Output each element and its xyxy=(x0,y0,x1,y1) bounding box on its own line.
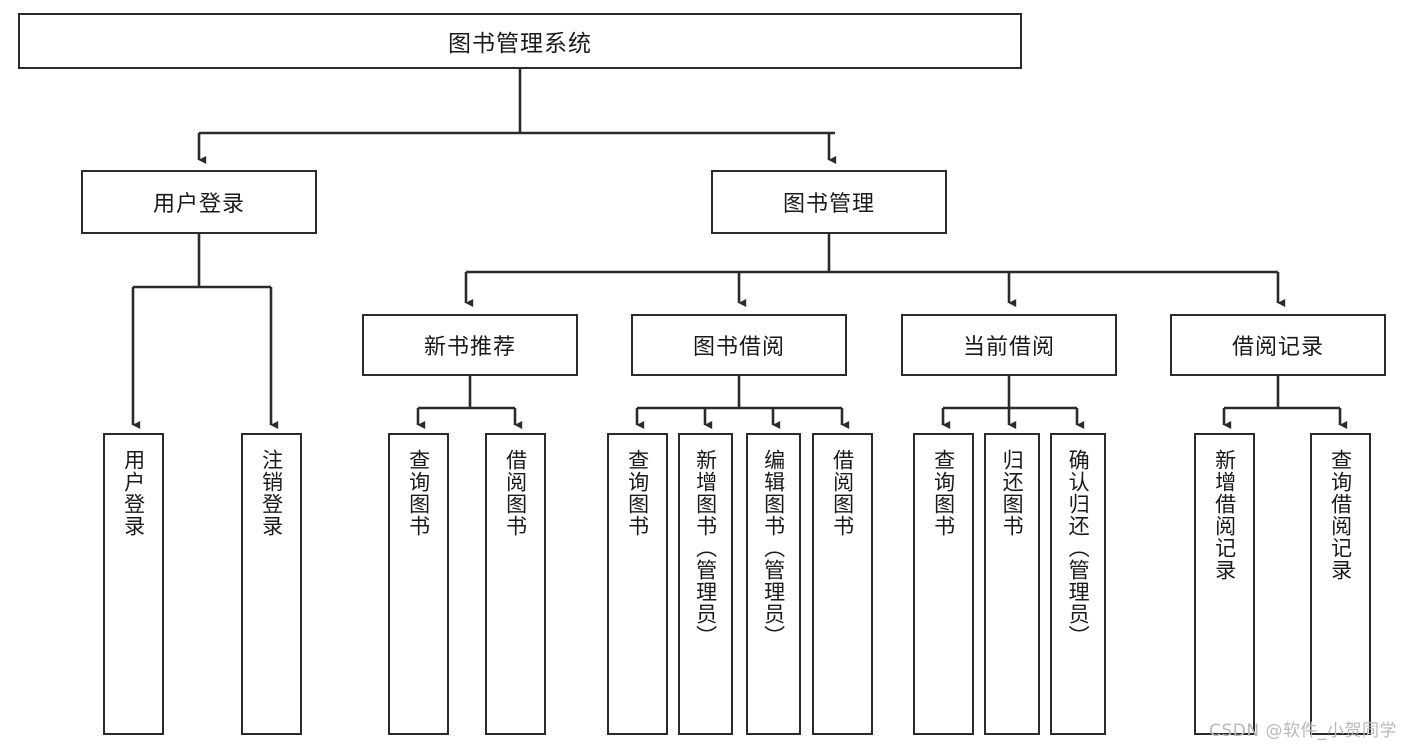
leaf-label: 新增图书（管理员） xyxy=(693,449,718,647)
leaf-label: 查询借阅记录 xyxy=(1328,449,1353,581)
leaf-label: 查询图书 xyxy=(625,449,650,537)
leaf-label: 编辑图书（管理员） xyxy=(761,449,786,647)
node-user-login-label: 用户登录 xyxy=(152,192,245,217)
node-user-login[interactable]: 用户登录 xyxy=(81,170,317,234)
leaf-label: 查询图书 xyxy=(406,449,431,537)
leaf-label: 新增借阅记录 xyxy=(1212,449,1237,581)
leaf-label: 用户登录 xyxy=(121,449,146,537)
leaf-new-book-query[interactable]: 查询图书 xyxy=(388,433,449,735)
node-book-management-label: 图书管理 xyxy=(782,192,875,217)
leaf-label: 注销登录 xyxy=(259,449,284,537)
leaf-user-login-logout[interactable]: 注销登录 xyxy=(241,433,302,735)
leaf-record-add-record[interactable]: 新增借阅记录 xyxy=(1194,433,1255,735)
leaf-borrow-borrow-book[interactable]: 借阅图书 xyxy=(812,433,873,735)
watermark: CSDN @软件_小贺同学 xyxy=(1209,721,1397,741)
node-book-borrow-label: 图书借阅 xyxy=(692,335,785,360)
leaf-label: 借阅图书 xyxy=(503,449,528,537)
node-current-borrow-label: 当前借阅 xyxy=(962,335,1055,360)
leaf-new-book-borrow[interactable]: 借阅图书 xyxy=(485,433,546,735)
leaf-user-login-login[interactable]: 用户登录 xyxy=(103,433,164,735)
leaf-current-confirm-return-admin[interactable]: 确认归还（管理员） xyxy=(1050,433,1106,735)
leaf-label: 归还图书 xyxy=(1000,449,1025,537)
node-new-book-recommend[interactable]: 新书推荐 xyxy=(362,314,578,376)
node-borrow-record-label: 借阅记录 xyxy=(1231,335,1324,360)
leaf-current-return-book[interactable]: 归还图书 xyxy=(984,433,1040,735)
leaf-borrow-edit-book-admin[interactable]: 编辑图书（管理员） xyxy=(746,433,801,735)
leaf-label: 查询图书 xyxy=(931,449,956,537)
leaf-label: 借阅图书 xyxy=(830,449,855,537)
leaf-record-query-record[interactable]: 查询借阅记录 xyxy=(1310,433,1371,735)
leaf-current-query-book[interactable]: 查询图书 xyxy=(913,433,974,735)
node-root-label: 图书管理系统 xyxy=(448,31,592,57)
node-current-borrow[interactable]: 当前借阅 xyxy=(901,314,1117,376)
node-borrow-record[interactable]: 借阅记录 xyxy=(1170,314,1386,376)
node-book-management[interactable]: 图书管理 xyxy=(711,170,947,234)
leaf-borrow-query-book[interactable]: 查询图书 xyxy=(607,433,668,735)
leaf-label: 确认归还（管理员） xyxy=(1066,449,1091,647)
node-new-book-recommend-label: 新书推荐 xyxy=(423,335,516,360)
node-root[interactable]: 图书管理系统 xyxy=(18,13,1022,69)
node-book-borrow[interactable]: 图书借阅 xyxy=(631,314,847,376)
leaf-borrow-add-book-admin[interactable]: 新增图书（管理员） xyxy=(678,433,733,735)
